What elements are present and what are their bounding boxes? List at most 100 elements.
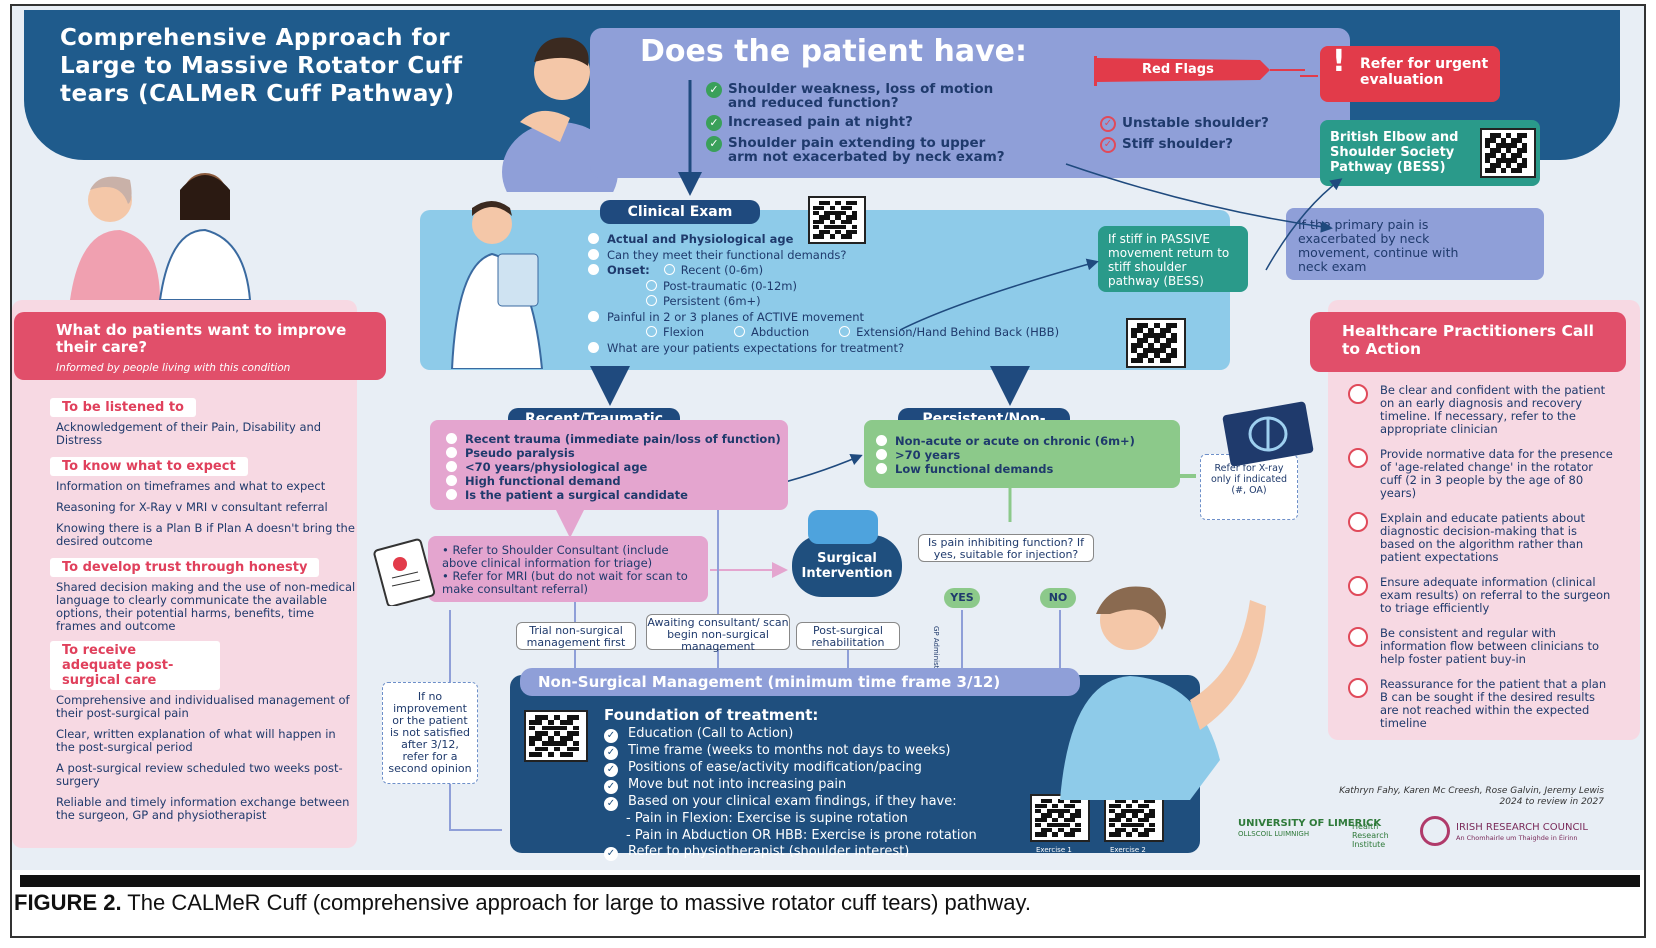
qr-module [1485,133,1491,138]
qr-module [1159,343,1166,348]
trial-box: Trial non-surgical management first [516,622,636,650]
qr-module [572,725,579,731]
question-item: ✓Shoulder pain extending to upper arm no… [706,136,1036,164]
caption-bar [20,875,1640,887]
qr-module [1046,822,1053,827]
qr-module [1171,353,1177,358]
qr-module [1521,168,1527,173]
qr-module [1114,803,1121,808]
qr-module [1063,799,1070,804]
qr-module [1058,799,1064,804]
qr-module [529,736,536,741]
foundation-list: ✓Education (Call to Action) ✓Time frame … [604,726,1024,861]
qr-module [1137,813,1144,818]
qr-module [1490,168,1496,173]
qr-module [1521,138,1527,143]
qr-module [1154,353,1160,358]
qr-module [824,210,830,215]
qr-module [1495,143,1501,148]
qr-module [572,746,579,752]
qr-module [813,224,819,229]
qr-module [813,201,819,206]
qr-module [846,220,852,225]
qr-module [1137,799,1144,804]
qr-module [1136,353,1143,358]
qr-module [572,715,579,720]
qr-module [1516,133,1522,138]
qr-module [1063,803,1070,808]
qr-module [1040,832,1047,837]
qr-module [1114,832,1121,837]
qr-module [1109,822,1115,827]
qr-module [840,215,846,220]
recent-item: Pseudo paralysis [446,446,772,460]
check-icon: ✓ [706,136,722,152]
red-flag-item: ✓Unstable shoulder? [1100,116,1269,132]
qr-module [560,741,567,746]
qr-module [829,201,835,206]
qr-module [1109,827,1115,832]
hp-header: Healthcare Practitioners Call to Action [1310,312,1626,372]
qr-module [824,205,830,210]
qr-module [1132,803,1138,808]
qr-module [1511,163,1517,168]
doctor-patient-illustration [70,173,252,300]
question-list: ✓Shoulder weakness, loss of motion and r… [706,82,1036,169]
qr-module [1075,822,1081,827]
qr-module [818,229,824,234]
recent-item: Is the patient a surgical candidate [446,488,772,502]
qr-module [1058,827,1064,832]
qr-module [813,205,819,210]
patients-section: To develop trust through honesty Shared … [14,556,355,633]
qr-module [1126,818,1132,823]
qr-module [1137,808,1144,813]
onset-option: Post-traumatic (0-12m) [646,279,1059,295]
qr-module [1052,803,1058,808]
qr-module [1120,808,1127,813]
qr-module [1075,818,1081,823]
qr-module [1143,799,1150,804]
qr-module [1148,348,1154,353]
qr-module [1485,143,1491,148]
qr-module [1159,358,1166,363]
qr-module [1165,358,1172,363]
qr-module [572,720,579,725]
qr-module [547,720,554,725]
foundation-item: ✓Based on your clinical exam findings, i… [604,794,1024,811]
qr-module [835,210,841,215]
qr-module [1137,803,1144,808]
exercise-2-label: Exercise 2 [1110,846,1146,854]
qr-module [835,224,841,229]
qr-module [566,746,573,752]
qr-module [1521,163,1527,168]
qr-module [1490,133,1496,138]
qr-module [572,730,579,736]
qr-module [1052,808,1058,813]
hp-item: Explain and educate patients about diagn… [1344,512,1614,564]
qr-module [818,224,824,229]
patients-section: To receive adequate post-surgical care C… [14,641,354,822]
qr-module [1069,832,1076,837]
qr-module [1046,808,1053,813]
qr-module [541,715,548,720]
qr-module [818,201,824,206]
hp-item: Ensure adequate information (clinical ex… [1344,576,1614,615]
qr-module [851,210,857,215]
qr-module [1131,353,1137,358]
qr-module [566,725,573,731]
hp-item: Provide normative data for the presence … [1344,448,1614,500]
qr-module [1069,818,1076,823]
qr-module [554,720,561,725]
qr-module [535,720,542,725]
qr-module [554,730,561,736]
qr-module [535,736,542,741]
qr-module [1148,338,1154,343]
qr-module [1516,168,1522,173]
qr-module [1109,808,1115,813]
qr-module [1148,323,1154,328]
hp-item: Be consistent and regular with informati… [1344,627,1614,666]
patient-illustration [502,37,618,192]
qr-module [1495,133,1501,138]
qr-module [1154,333,1160,338]
qr-module [1046,832,1053,837]
